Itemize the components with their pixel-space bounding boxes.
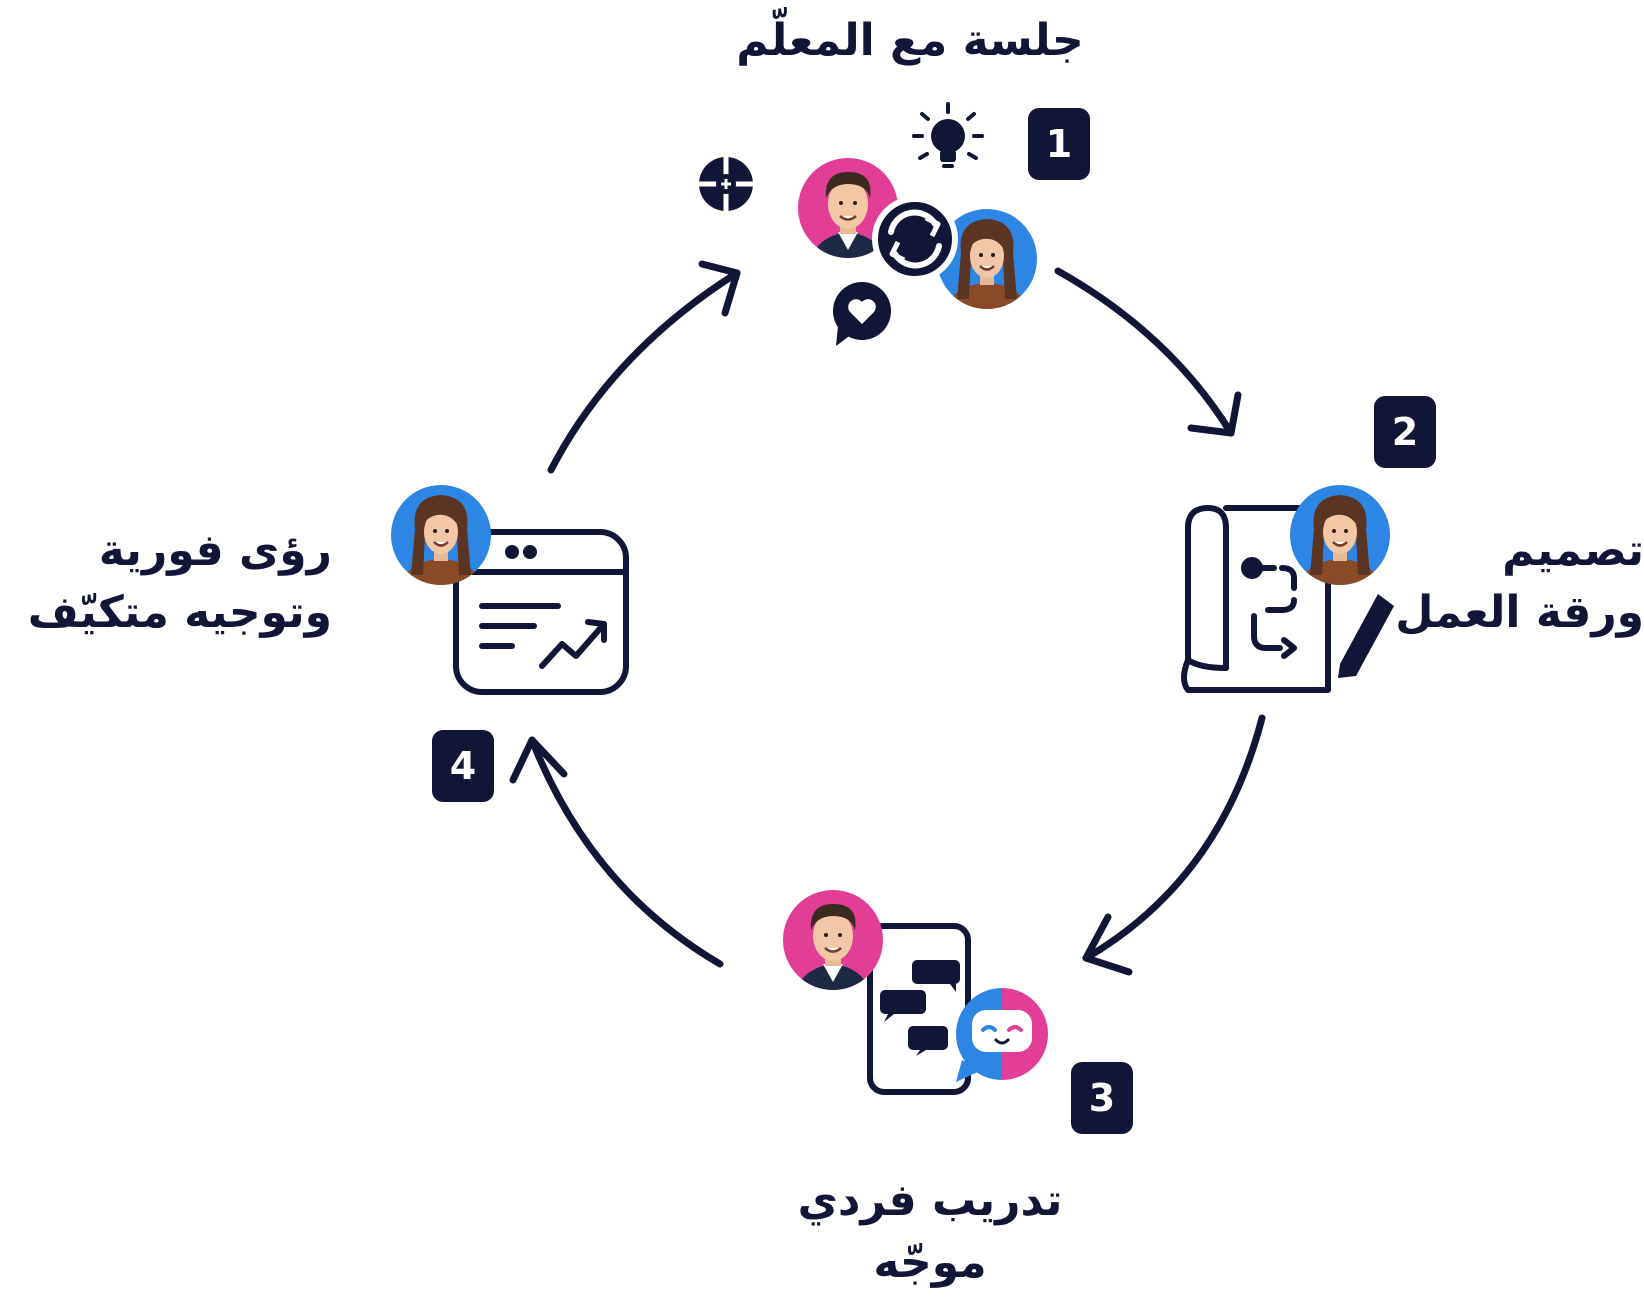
step-3-label-line-1: تدريب فردي <box>797 1175 1063 1226</box>
chat-phone-icon <box>867 923 971 1095</box>
step-2-illustration <box>1181 485 1394 693</box>
step-2-label: تصميم ورقة العمل <box>1380 520 1644 644</box>
step-3-illustration <box>783 890 1048 1095</box>
step-3-badge: 3 <box>1071 1062 1133 1134</box>
arrow-1-to-2 <box>1054 267 1242 437</box>
step-1-label-line-1: جلسة مع المعلّم <box>736 15 1084 66</box>
arrow-4-to-1 <box>547 260 741 474</box>
student-avatar <box>1290 485 1390 597</box>
worksheet-scroll-icon <box>1181 505 1331 693</box>
step-1-illustration <box>699 102 1037 346</box>
analytics-window-icon <box>453 529 629 695</box>
step-4-illustration <box>391 485 629 695</box>
step-3-label-line-2: موجّه <box>873 1237 987 1288</box>
bot-chat-icon <box>956 988 1048 1082</box>
step-4-label: رؤى فورية وتوجيه متكيّف <box>20 520 332 644</box>
arrow-2-to-3 <box>1082 714 1266 976</box>
step-4-label-line-2: وتوجيه متكيّف <box>27 587 332 638</box>
pencil-icon <box>1338 594 1394 678</box>
step-2-badge: 2 <box>1374 396 1436 468</box>
step-1-badge: 1 <box>1028 108 1090 180</box>
arrow-3-to-4 <box>509 736 724 968</box>
step-1-label: جلسة مع المعلّم <box>700 10 1120 72</box>
trend-arrow-icon <box>539 619 607 669</box>
target-icon <box>699 157 753 211</box>
sync-icon <box>872 196 958 282</box>
heart-chat-icon <box>833 282 891 346</box>
step-2-label-line-2: ورقة العمل <box>1395 587 1644 638</box>
student-avatar <box>391 485 491 597</box>
step-3-label: تدريب فردي موجّه <box>760 1170 1100 1294</box>
step-4-label-line-1: رؤى فورية <box>98 525 332 576</box>
step-2-label-line-1: تصميم <box>1502 525 1644 576</box>
lightbulb-icon <box>912 102 984 168</box>
step-4-badge: 4 <box>432 730 494 802</box>
